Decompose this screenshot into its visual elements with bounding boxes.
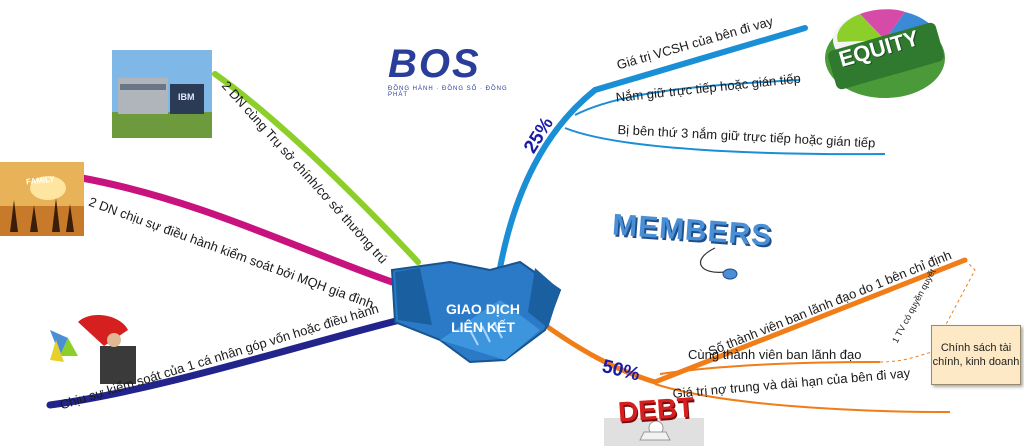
ibm-building-image	[112, 50, 212, 138]
bos-logo: BOS ĐỒNG HÀNH · ĐỒNG SỐ · ĐỒNG PHÁT	[388, 44, 518, 98]
mouse-icon	[722, 268, 738, 280]
control-pie-image	[30, 312, 142, 384]
logo-tagline: ĐỒNG HÀNH · ĐỒNG SỐ · ĐỒNG PHÁT	[388, 86, 508, 98]
center-title-line1: GIAO DỊCH	[446, 301, 520, 317]
mouse-cable	[700, 247, 726, 273]
right-bottom-item-2: Cùng thành viên ban lãnh đạo	[688, 347, 862, 362]
equity-pie-image	[825, 9, 945, 98]
connector-dashed-2	[879, 351, 933, 363]
branch-top-right-1	[597, 27, 806, 89]
branch-green	[212, 71, 421, 265]
note-box: Chính sách tài chính, kinh doanh	[931, 325, 1021, 385]
branch-bottom-right-2	[659, 361, 881, 375]
branch-top-right	[497, 25, 808, 271]
center-title: GIAO DỊCH LIÊN KẾT	[428, 300, 538, 336]
handshake-icon	[390, 260, 562, 364]
debt-figure-image	[604, 418, 704, 446]
branch-top-right-3	[564, 127, 886, 156]
debt-word: DEBT	[616, 391, 696, 428]
branch-magenta	[78, 174, 396, 286]
ibm-label: IBM	[178, 92, 195, 102]
family-image	[0, 162, 84, 236]
center-title-line2: LIÊN KẾT	[451, 319, 515, 335]
branch-bottom-right-3	[654, 383, 951, 413]
branch-navy	[46, 316, 404, 409]
branch-bottom-right	[542, 257, 968, 385]
logo-name: BOS	[388, 42, 481, 86]
connector-dashed	[934, 259, 976, 346]
branch-top-right-2	[574, 79, 801, 116]
